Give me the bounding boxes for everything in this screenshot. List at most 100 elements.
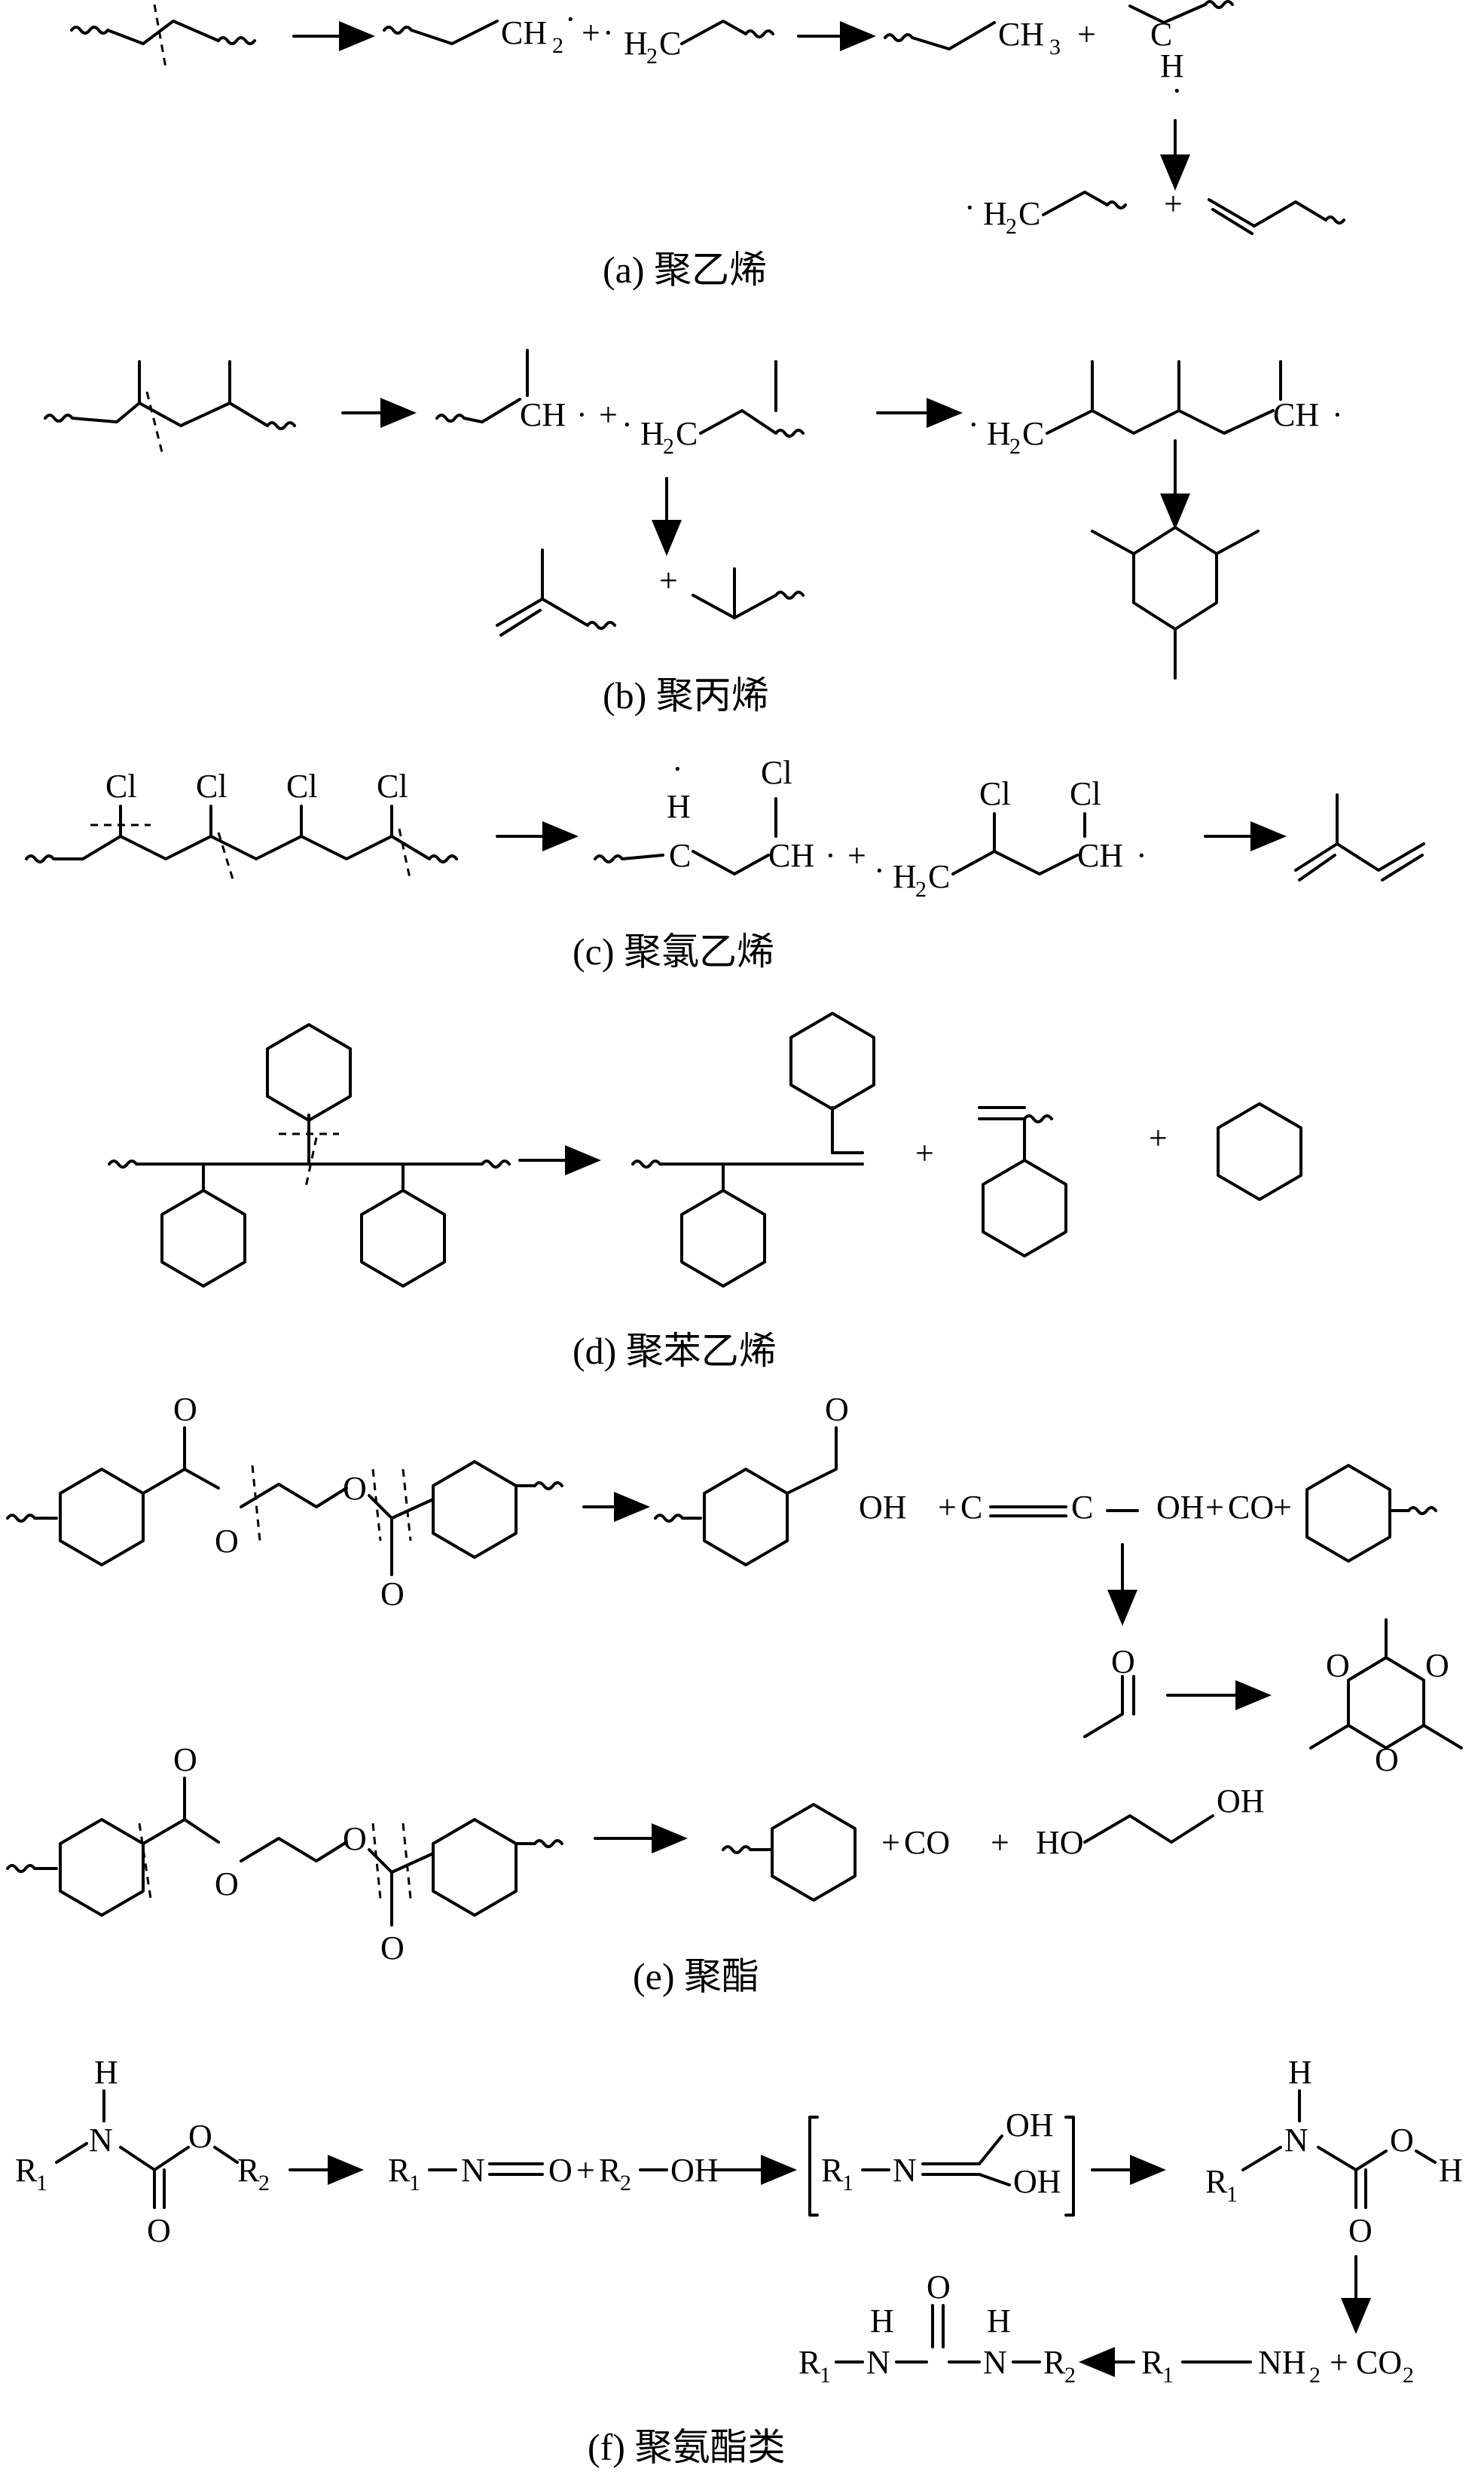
svg-text:2: 2 [663, 434, 674, 459]
svg-text:NH: NH [1258, 2344, 1306, 2381]
svg-text:Cl: Cl [105, 768, 137, 805]
svg-text:CH: CH [1273, 396, 1319, 433]
svg-text:O: O [380, 1930, 405, 1966]
svg-text:2: 2 [258, 2171, 270, 2195]
svg-text:2: 2 [620, 2171, 631, 2195]
svg-text:R: R [1205, 2163, 1228, 2200]
svg-text:1: 1 [820, 2363, 831, 2388]
caption-b: (b) 聚丙烯 [603, 674, 769, 717]
svg-text:Cl: Cl [377, 768, 408, 805]
caption-d: (d) 聚苯乙烯 [573, 1330, 777, 1372]
svg-text:CH: CH [998, 16, 1044, 53]
svg-text:+: + [915, 1135, 934, 1172]
svg-text:OH: OH [1006, 2107, 1054, 2144]
svg-text:CO: CO [1356, 2344, 1402, 2381]
svg-text:+: + [991, 1824, 1009, 1861]
svg-text:·: · [672, 750, 683, 787]
svg-text:H: H [870, 2302, 894, 2339]
svg-text:O: O [1425, 1647, 1449, 1684]
svg-text:OH: OH [1156, 1489, 1205, 1526]
phenyl-ring-prod-top [789, 1012, 875, 1111]
svg-text:2: 2 [646, 44, 658, 69]
panel-c-pvc: Cl Cl Cl Cl C H · Cl CH · + · H 2 C Cl C… [25, 750, 1425, 973]
svg-text:·: · [1332, 396, 1343, 433]
svg-text:OH: OH [1013, 2163, 1061, 2200]
svg-text:C: C [676, 415, 698, 452]
svg-text:O: O [1390, 2122, 1414, 2159]
caption-c: (c) 聚氯乙烯 [573, 930, 774, 973]
svg-text:H: H [893, 858, 917, 895]
svg-text:+: + [576, 2152, 595, 2189]
panel-a-polyethylene: CH 2 · + · H 2 C CH 3 + C H · · H 2 C + … [70, 0, 1345, 291]
svg-text:2: 2 [1403, 2363, 1414, 2388]
svg-text:R: R [798, 2344, 821, 2381]
svg-text:+: + [1205, 1489, 1224, 1526]
ring-e2 [432, 1460, 518, 1559]
svg-text:H: H [1160, 47, 1184, 84]
svg-text:2: 2 [915, 877, 927, 902]
svg-text:C: C [1071, 1489, 1093, 1526]
phenyl-ring-styrene [982, 1159, 1067, 1257]
svg-text:·: · [874, 852, 885, 889]
svg-text:N: N [1284, 2122, 1308, 2159]
svg-text:+: + [599, 396, 618, 433]
svg-text:+: + [1164, 185, 1183, 222]
svg-text:1: 1 [409, 2171, 420, 2195]
ring-trioxane [1347, 1656, 1425, 1749]
svg-text:CO: CO [1228, 1489, 1274, 1526]
svg-text:O: O [380, 1575, 405, 1612]
svg-text:O: O [1348, 2212, 1373, 2249]
svg-text:R: R [1141, 2344, 1164, 2381]
svg-text:H: H [987, 415, 1011, 452]
svg-text:OH: OH [859, 1489, 907, 1526]
svg-text:·: · [576, 396, 588, 433]
ring-e1 [59, 1468, 145, 1566]
svg-text:H: H [667, 788, 691, 825]
caption-f: (f) 聚氨酯类 [588, 2426, 785, 2468]
svg-text:O: O [215, 1865, 239, 1902]
panel-f-polyurethane: R 1 N H O O R 2 R 1 N O + R 2 OH R 1 N [15, 2054, 1463, 2468]
phenyl-ring-top [266, 1023, 352, 1122]
svg-text:H: H [987, 2302, 1011, 2339]
svg-text:Cl: Cl [979, 775, 1011, 812]
svg-text:+: + [1077, 16, 1096, 53]
svg-text:N: N [89, 2122, 113, 2159]
panel-d-polystyrene: + + (d) 聚苯乙烯 [108, 1012, 1302, 1372]
svg-text:R: R [821, 2152, 844, 2189]
svg-text:+: + [659, 562, 678, 599]
svg-text:+: + [938, 1489, 957, 1526]
svg-text:2: 2 [1006, 214, 1017, 239]
svg-text:C: C [928, 858, 950, 895]
svg-text:O: O [343, 1470, 367, 1507]
svg-text:C: C [960, 1489, 982, 1526]
svg-text:C: C [1018, 195, 1040, 232]
svg-text:CH: CH [1077, 837, 1123, 874]
ring-e4 [1305, 1464, 1391, 1563]
svg-text:CH: CH [768, 837, 814, 874]
svg-text:O: O [1111, 1643, 1135, 1680]
panel-b-polypropylene: CH · + · H 2 C · H 2 C CH · + (b) 聚丙烯 [44, 349, 1343, 717]
svg-text:2: 2 [1309, 2363, 1321, 2388]
svg-text:O: O [548, 2152, 573, 2189]
svg-text:Cl: Cl [286, 768, 318, 805]
svg-text:OH: OH [1217, 1783, 1265, 1820]
svg-text:O: O [343, 1820, 367, 1857]
svg-text:OH: OH [670, 2152, 719, 2189]
svg-text:H: H [640, 415, 664, 452]
svg-text:O: O [1375, 1741, 1399, 1778]
ring-cyclohexane [1132, 526, 1218, 631]
svg-text:·: · [825, 837, 836, 874]
svg-text:+: + [1149, 1120, 1168, 1157]
svg-text:O: O [147, 2212, 171, 2249]
svg-text:2: 2 [1009, 434, 1021, 459]
svg-text:1: 1 [36, 2171, 47, 2195]
svg-text:R: R [15, 2152, 38, 2189]
svg-text:Cl: Cl [761, 754, 792, 791]
phenyl-ring-right [360, 1189, 446, 1288]
benzene-ring [1217, 1102, 1302, 1201]
svg-text:·: · [603, 14, 614, 51]
svg-text:O: O [173, 1391, 197, 1428]
svg-text:H: H [624, 25, 648, 62]
